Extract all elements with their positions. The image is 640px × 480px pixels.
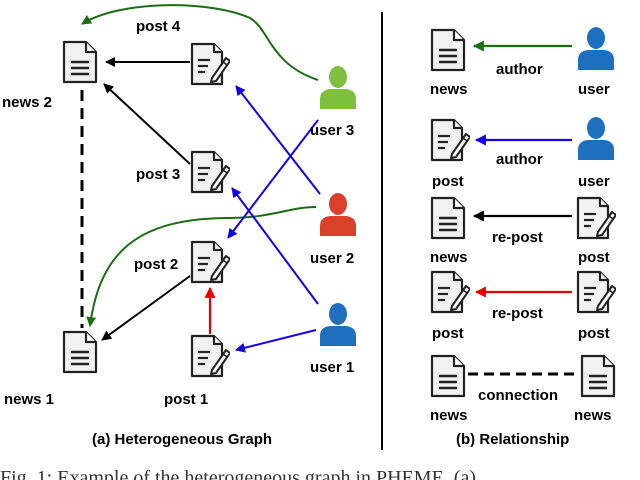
rel2-post-icon [430, 118, 470, 162]
node-label-user2: user 2 [310, 250, 354, 267]
rel2-right-label: user [578, 173, 610, 190]
node-label-news2: news 2 [2, 94, 52, 111]
repost-edge-post2-news1 [101, 275, 191, 341]
author-edge-user3-post2 [227, 119, 319, 239]
rel2-left-label: post [432, 173, 464, 190]
rel1-user-icon [578, 27, 614, 70]
relationship-legend: author news user author post user re-pos… [430, 27, 616, 448]
node-label-post4: post 4 [136, 18, 181, 35]
post-icon-post1 [190, 334, 230, 378]
repost-edge-post3-news2 [103, 83, 191, 165]
rel4-left-post-icon [430, 270, 470, 314]
user-icon-user2 [320, 193, 356, 236]
author-edge-user1-post1 [235, 329, 317, 353]
rel3-left-label: news [430, 249, 468, 266]
post-icon-post2 [190, 240, 230, 284]
rel4-left-label: post [432, 325, 464, 342]
graph-caption: (a) Heterogeneous Graph [92, 431, 272, 448]
figure-caption: Fig. 1: Example of the heterogeneous gra… [0, 467, 476, 480]
rel1-news-icon [430, 28, 466, 72]
rel3-post-icon [576, 196, 616, 240]
rel5-left-label: news [430, 407, 468, 424]
rel1-right-label: user [578, 81, 610, 98]
rel4-edge-label: re-post [492, 305, 543, 322]
news-icon-news2 [62, 40, 98, 84]
rel2-edge-label: author [496, 151, 543, 168]
node-label-post1: post 1 [164, 391, 208, 408]
rel3-news-icon [430, 196, 466, 240]
rel1-edge-label: author [496, 61, 543, 78]
rel4-right-label: post [578, 325, 610, 342]
heterogeneous-graph: news 2 news 1 post 4 post 3 post 2 post … [2, 4, 356, 448]
user-icon-user3 [320, 66, 356, 109]
rel3-right-label: post [578, 249, 610, 266]
rel3-edge-label: re-post [492, 229, 543, 246]
node-label-user1: user 1 [310, 359, 354, 376]
node-label-user3: user 3 [310, 122, 354, 139]
author-edge-user3-news2 [81, 4, 319, 81]
news-icon-news1 [62, 330, 98, 374]
rel5-right-news-icon [580, 354, 616, 398]
rel5-left-news-icon [430, 354, 466, 398]
node-label-news1: news 1 [4, 391, 54, 408]
node-label-post2: post 2 [134, 256, 178, 273]
rel2-user-icon [578, 117, 614, 160]
post-icon-post4 [190, 42, 230, 86]
user-icon-user1 [320, 303, 356, 346]
author-edge-user2-post4 [235, 85, 321, 195]
post-icon-post3 [190, 150, 230, 194]
relationship-caption: (b) Relationship [456, 431, 569, 448]
rel1-left-label: news [430, 81, 468, 98]
rel4-right-post-icon [576, 270, 616, 314]
author-edge-user1-post3 [231, 187, 319, 305]
rel5-edge-label: connection [478, 387, 558, 404]
rel5-right-label: news [574, 407, 612, 424]
author-edge-user2-news1 [86, 206, 317, 327]
node-label-post3: post 3 [136, 166, 180, 183]
